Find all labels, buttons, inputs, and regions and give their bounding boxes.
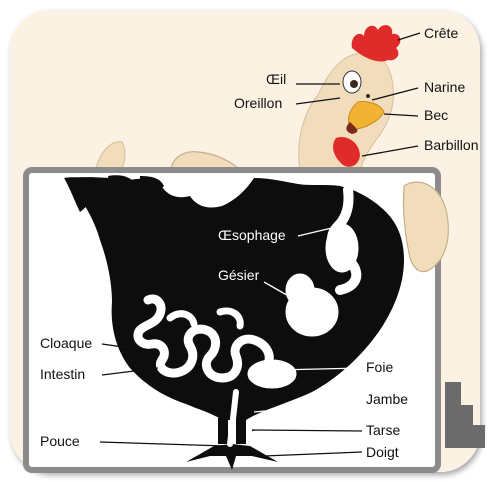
label-cloaque: Cloaque [40, 335, 92, 351]
label-narine: Narine [424, 79, 465, 95]
label-foie: Foie [366, 359, 393, 375]
label-oeil: Œil [266, 71, 286, 87]
label-oesophage: Œsophage [218, 227, 286, 243]
label-gesier: Gésier [218, 267, 260, 283]
label-pouce: Pouce [40, 433, 80, 449]
label-bec: Bec [424, 107, 448, 123]
label-intestin: Intestin [40, 366, 85, 382]
label-oreillon: Oreillon [234, 95, 282, 111]
label-tarse: Tarse [366, 422, 400, 438]
label-crete: Crête [424, 25, 458, 41]
label-barbillon: Barbillon [424, 137, 478, 153]
nostril-shape [366, 94, 370, 98]
label-doigt: Doigt [366, 444, 399, 460]
label-jambe: Jambe [366, 391, 408, 407]
